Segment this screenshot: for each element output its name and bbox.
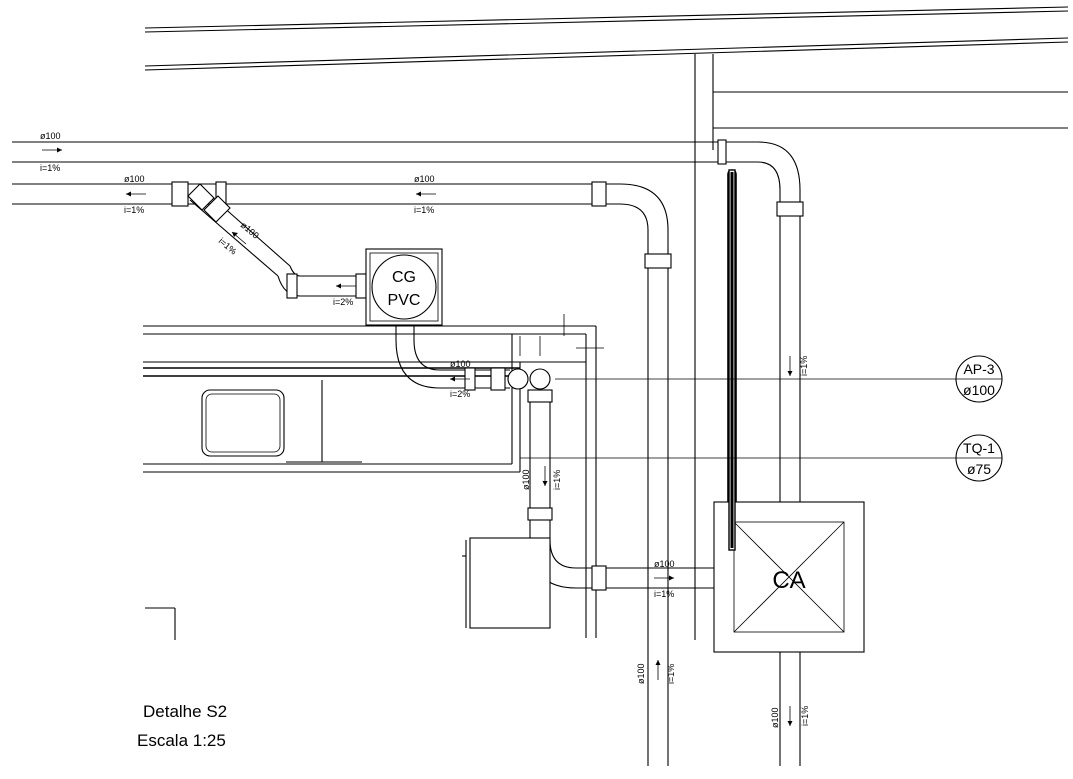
- bottom-left-slope: i=1%: [666, 664, 676, 684]
- leader-lines: [520, 378, 956, 459]
- tq1-diameter: ø75: [967, 461, 991, 477]
- callout-ap3: AP-3 ø100: [955, 355, 1003, 403]
- row2b-slope: i=1%: [414, 205, 434, 215]
- cg-label-line1: CG: [392, 269, 416, 286]
- callout-tq1: TQ-1 ø75: [955, 434, 1003, 482]
- bottom-right-diameter: ø100: [770, 707, 780, 728]
- vert-diameter: ø100: [521, 469, 531, 490]
- bottom-left-diameter: ø100: [636, 663, 646, 684]
- row2-slope: i=1%: [124, 205, 144, 215]
- mid-diameter: ø100: [450, 359, 471, 369]
- vert-slope: i=1%: [552, 470, 562, 490]
- mid-pipe: [395, 325, 714, 591]
- tq1-name: TQ-1: [963, 440, 995, 456]
- cg-label-line2: PVC: [388, 292, 421, 309]
- counter-area: [143, 314, 604, 638]
- flow-arrows: [655, 356, 793, 726]
- ca-inlet-diameter: ø100: [654, 559, 675, 569]
- diagonal-branch: [187, 183, 367, 299]
- top-pipe-slope: i=1%: [40, 163, 60, 173]
- mid-slope: i=2%: [450, 389, 470, 399]
- ap3-name: AP-3: [963, 361, 994, 377]
- cg-outlet-slope: i=2%: [333, 297, 353, 307]
- detail-title: Detalhe S2: [143, 702, 227, 721]
- scale-label: Escala 1:25: [137, 731, 226, 750]
- cg-pvc-box: [365, 248, 443, 326]
- top-pipe: [12, 139, 804, 502]
- row2b-diameter: ø100: [414, 174, 435, 184]
- top-pipe-diameter: ø100: [40, 131, 61, 141]
- row2-diameter: ø100: [124, 174, 145, 184]
- second-pipe: [12, 181, 672, 766]
- tank-appliance: [462, 537, 551, 629]
- ca-inlet-slope: i=1%: [654, 589, 674, 599]
- building-outline: [144, 6, 1069, 640]
- right-vertical-slope: i=1%: [799, 356, 809, 376]
- ca-box: [713, 169, 865, 766]
- bottom-right-slope: i=1%: [800, 706, 810, 726]
- ca-label: CA: [772, 567, 805, 594]
- ap3-diameter: ø100: [963, 382, 995, 398]
